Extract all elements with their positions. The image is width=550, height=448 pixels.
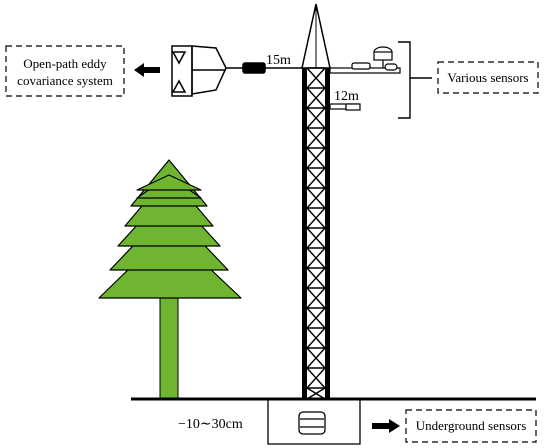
underground-sensor	[298, 411, 326, 435]
lattice-strut	[306, 287, 326, 309]
sensors-bracket	[398, 41, 432, 119]
lattice-strut	[306, 227, 326, 249]
lattice-strut	[306, 207, 326, 229]
sensor-boom-upper	[329, 46, 401, 74]
depth-label: −10∼30cm	[178, 417, 243, 432]
arrow-to-eddy-box	[134, 63, 160, 77]
lattice-strut	[306, 147, 326, 169]
sensor-boom-lower	[329, 103, 361, 111]
lattice-strut	[306, 67, 326, 89]
tower	[301, 3, 331, 400]
underground-pit	[267, 400, 361, 445]
tree	[98, 159, 242, 400]
lattice-strut	[306, 367, 326, 389]
eddy-system-box: Open-path eddy covariance system	[5, 45, 125, 97]
various-sensors-box: Various sensors	[437, 61, 539, 94]
lattice-strut	[306, 187, 326, 209]
height-label-12m: 12m	[334, 89, 359, 104]
lattice-strut	[306, 327, 326, 349]
lattice-strut	[306, 387, 326, 400]
tree-trunk	[159, 296, 179, 400]
lattice-strut	[306, 247, 326, 269]
lattice-strut	[306, 127, 326, 149]
lattice-strut	[306, 267, 326, 289]
eddy-sensor-head	[171, 45, 304, 97]
height-label-15m: 15m	[266, 53, 291, 68]
underground-sensors-label: Underground sensors	[416, 418, 527, 433]
eddy-system-label-line2: covariance system	[17, 73, 113, 88]
various-sensors-label: Various sensors	[447, 70, 528, 85]
underground-sensors-box: Underground sensors	[405, 409, 537, 443]
lattice-strut	[306, 347, 326, 369]
tower-lattice	[306, 67, 326, 400]
eddy-system-label-line1: Open-path eddy	[23, 56, 107, 71]
lattice-strut	[306, 167, 326, 189]
arrow-to-underground-box	[372, 419, 400, 433]
lattice-strut	[306, 87, 326, 109]
lattice-strut	[306, 107, 326, 129]
tree-canopy	[98, 159, 242, 299]
lattice-strut	[306, 307, 326, 329]
